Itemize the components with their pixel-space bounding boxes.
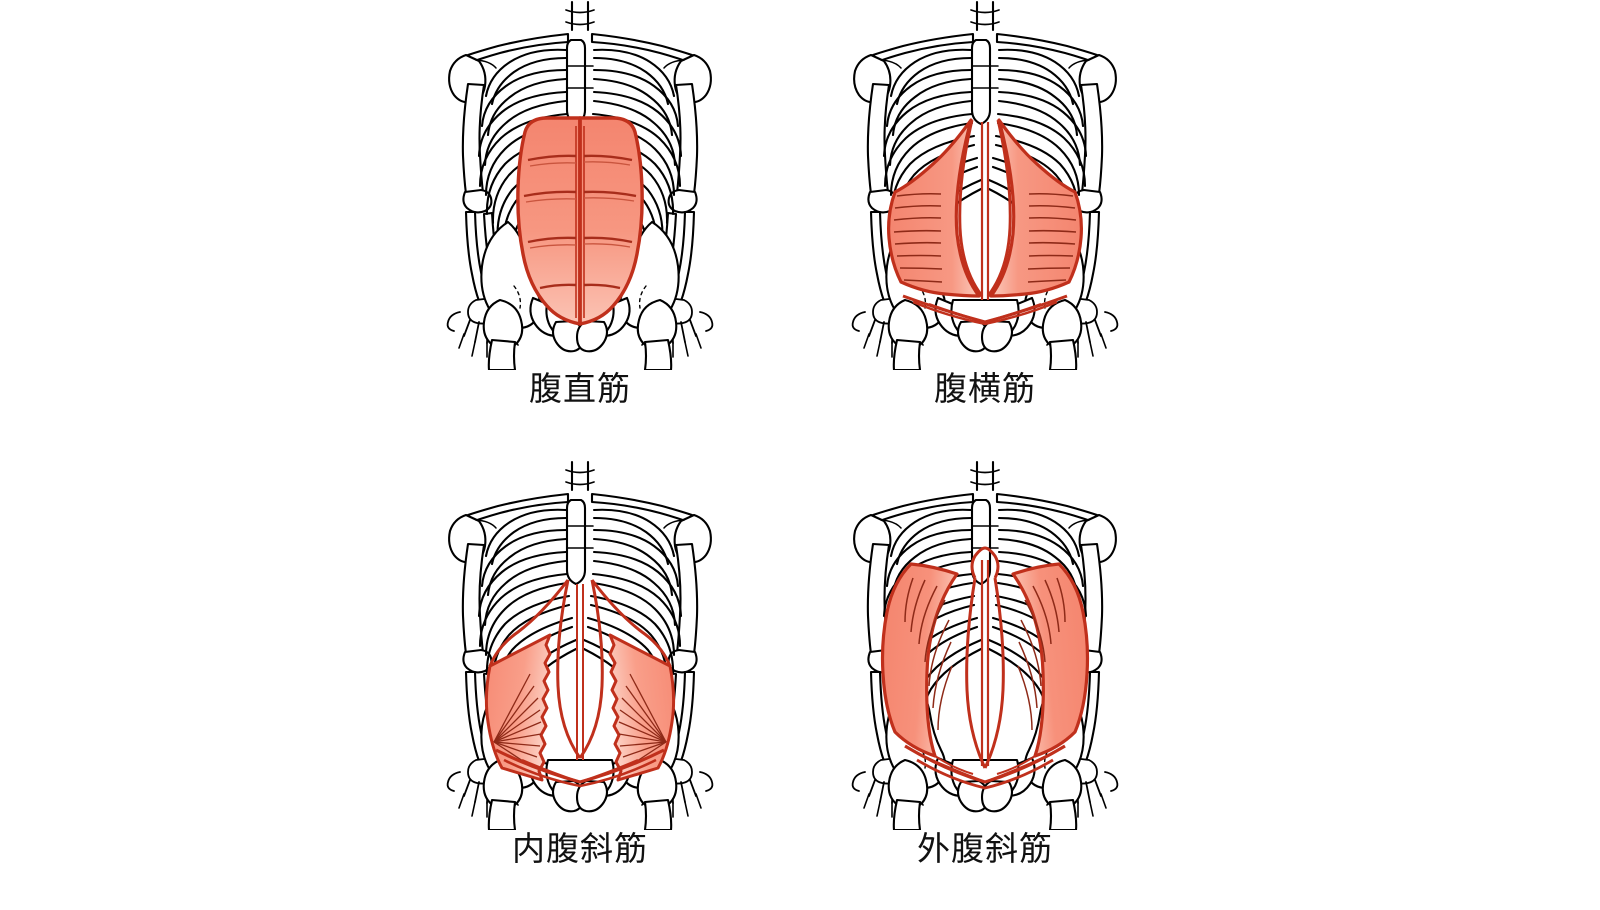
panel-internal-oblique: 内腹斜筋: [380, 460, 780, 910]
panel-label-external-oblique: 外腹斜筋: [917, 829, 1053, 868]
panel-rectus-abdominis: 腹直筋: [380, 0, 780, 450]
figure-rectus-abdominis: [380, 0, 780, 370]
muscle-rectus-abdominis: [516, 116, 644, 326]
muscle-internal-oblique: [484, 579, 676, 788]
figure-internal-oblique: [380, 460, 780, 830]
panel-external-oblique: 外腹斜筋: [785, 460, 1185, 910]
muscle-external-oblique: [880, 546, 1090, 790]
panel-label-transversus-abdominis: 腹横筋: [934, 369, 1036, 408]
panel-label-rectus-abdominis: 腹直筋: [529, 369, 631, 408]
panel-label-internal-oblique: 内腹斜筋: [512, 829, 648, 868]
figure-transversus-abdominis: [785, 0, 1185, 370]
muscle-transversus-abdominis: [887, 118, 1083, 326]
panel-transversus-abdominis: 腹横筋: [785, 0, 1185, 450]
figure-external-oblique: [785, 460, 1185, 830]
